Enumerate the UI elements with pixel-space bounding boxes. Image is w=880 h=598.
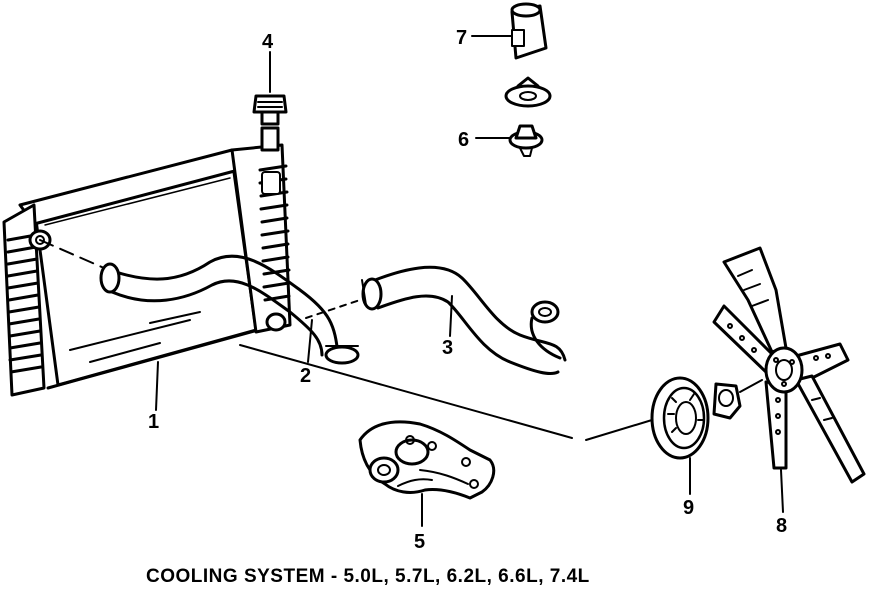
- water-pump: [358, 420, 496, 500]
- lower-hose: [361, 265, 567, 376]
- callout-leaders: [155, 35, 784, 527]
- callout-water-pump: 5: [414, 531, 425, 553]
- thermostat-housing: [510, 2, 548, 60]
- callout-fan-clutch: 9: [683, 497, 694, 519]
- callout-fan-blade: 8: [776, 515, 787, 537]
- callout-upper-hose: 2: [300, 365, 311, 387]
- callout-lower-hose: 3: [442, 337, 453, 359]
- thermostat: [508, 124, 544, 157]
- callout-thermostat: 6: [458, 129, 469, 151]
- callout-radiator: 1: [148, 411, 159, 433]
- fan-blade: [712, 246, 866, 484]
- radiator: [2, 126, 292, 397]
- callout-radiator-cap: 4: [262, 31, 274, 53]
- diagram-caption: COOLING SYSTEM - 5.0L, 5.7L, 6.2L, 6.6L,…: [146, 566, 590, 587]
- centerlines: [39, 239, 763, 441]
- callout-thermostat-housing: 7: [456, 27, 467, 49]
- thermostat-gasket: [504, 76, 552, 108]
- fan-clutch: [650, 376, 742, 460]
- radiator-cap: [252, 94, 288, 126]
